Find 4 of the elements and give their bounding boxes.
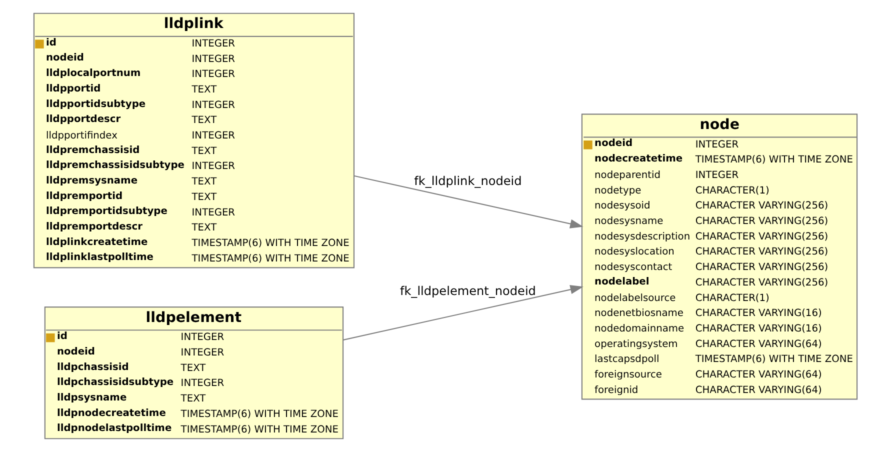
arrow xyxy=(354,174,583,228)
edge-label: fk_lldplink_nodeid xyxy=(414,174,522,188)
arrow xyxy=(342,284,583,340)
edge-label: fk_lldpelement_nodeid xyxy=(399,283,536,298)
